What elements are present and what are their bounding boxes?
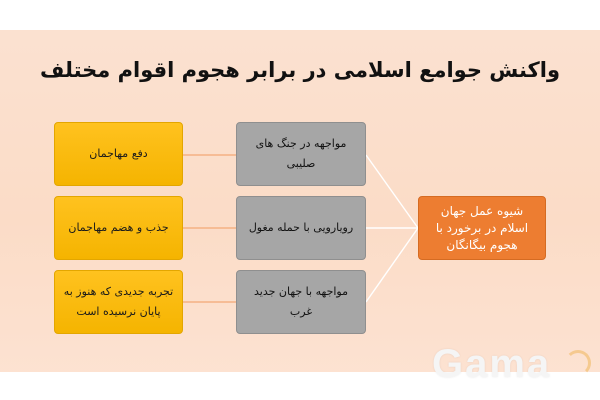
branch-2-node: رویارویی با حمله مغول (236, 196, 366, 260)
leaf-1-node: دفع مهاجمان (54, 122, 183, 186)
branch-1-node: مواجهه در جنگ های صلیبی (236, 122, 366, 186)
leaf-2-node: جذب و هضم مهاجمان (54, 196, 183, 260)
top-bar (0, 0, 600, 30)
branch-3-node: مواجهه با جهان جدید غرب (236, 270, 366, 334)
slide-title: واکنش جوامع اسلامی در برابر هجوم اقوام م… (40, 58, 560, 82)
root-node: شیوه عمل جهان اسلام در برخورد با هجوم بی… (418, 196, 546, 260)
watermark-arc-icon (565, 350, 591, 376)
connector-root-branch-1 (365, 154, 419, 229)
watermark-logo: Gama (432, 342, 552, 386)
bottom-bar (0, 372, 600, 400)
connector-root-branch-3 (365, 227, 419, 303)
leaf-3-node: تجربه جدیدی که هنوز به پایان نرسیده است (54, 270, 183, 334)
